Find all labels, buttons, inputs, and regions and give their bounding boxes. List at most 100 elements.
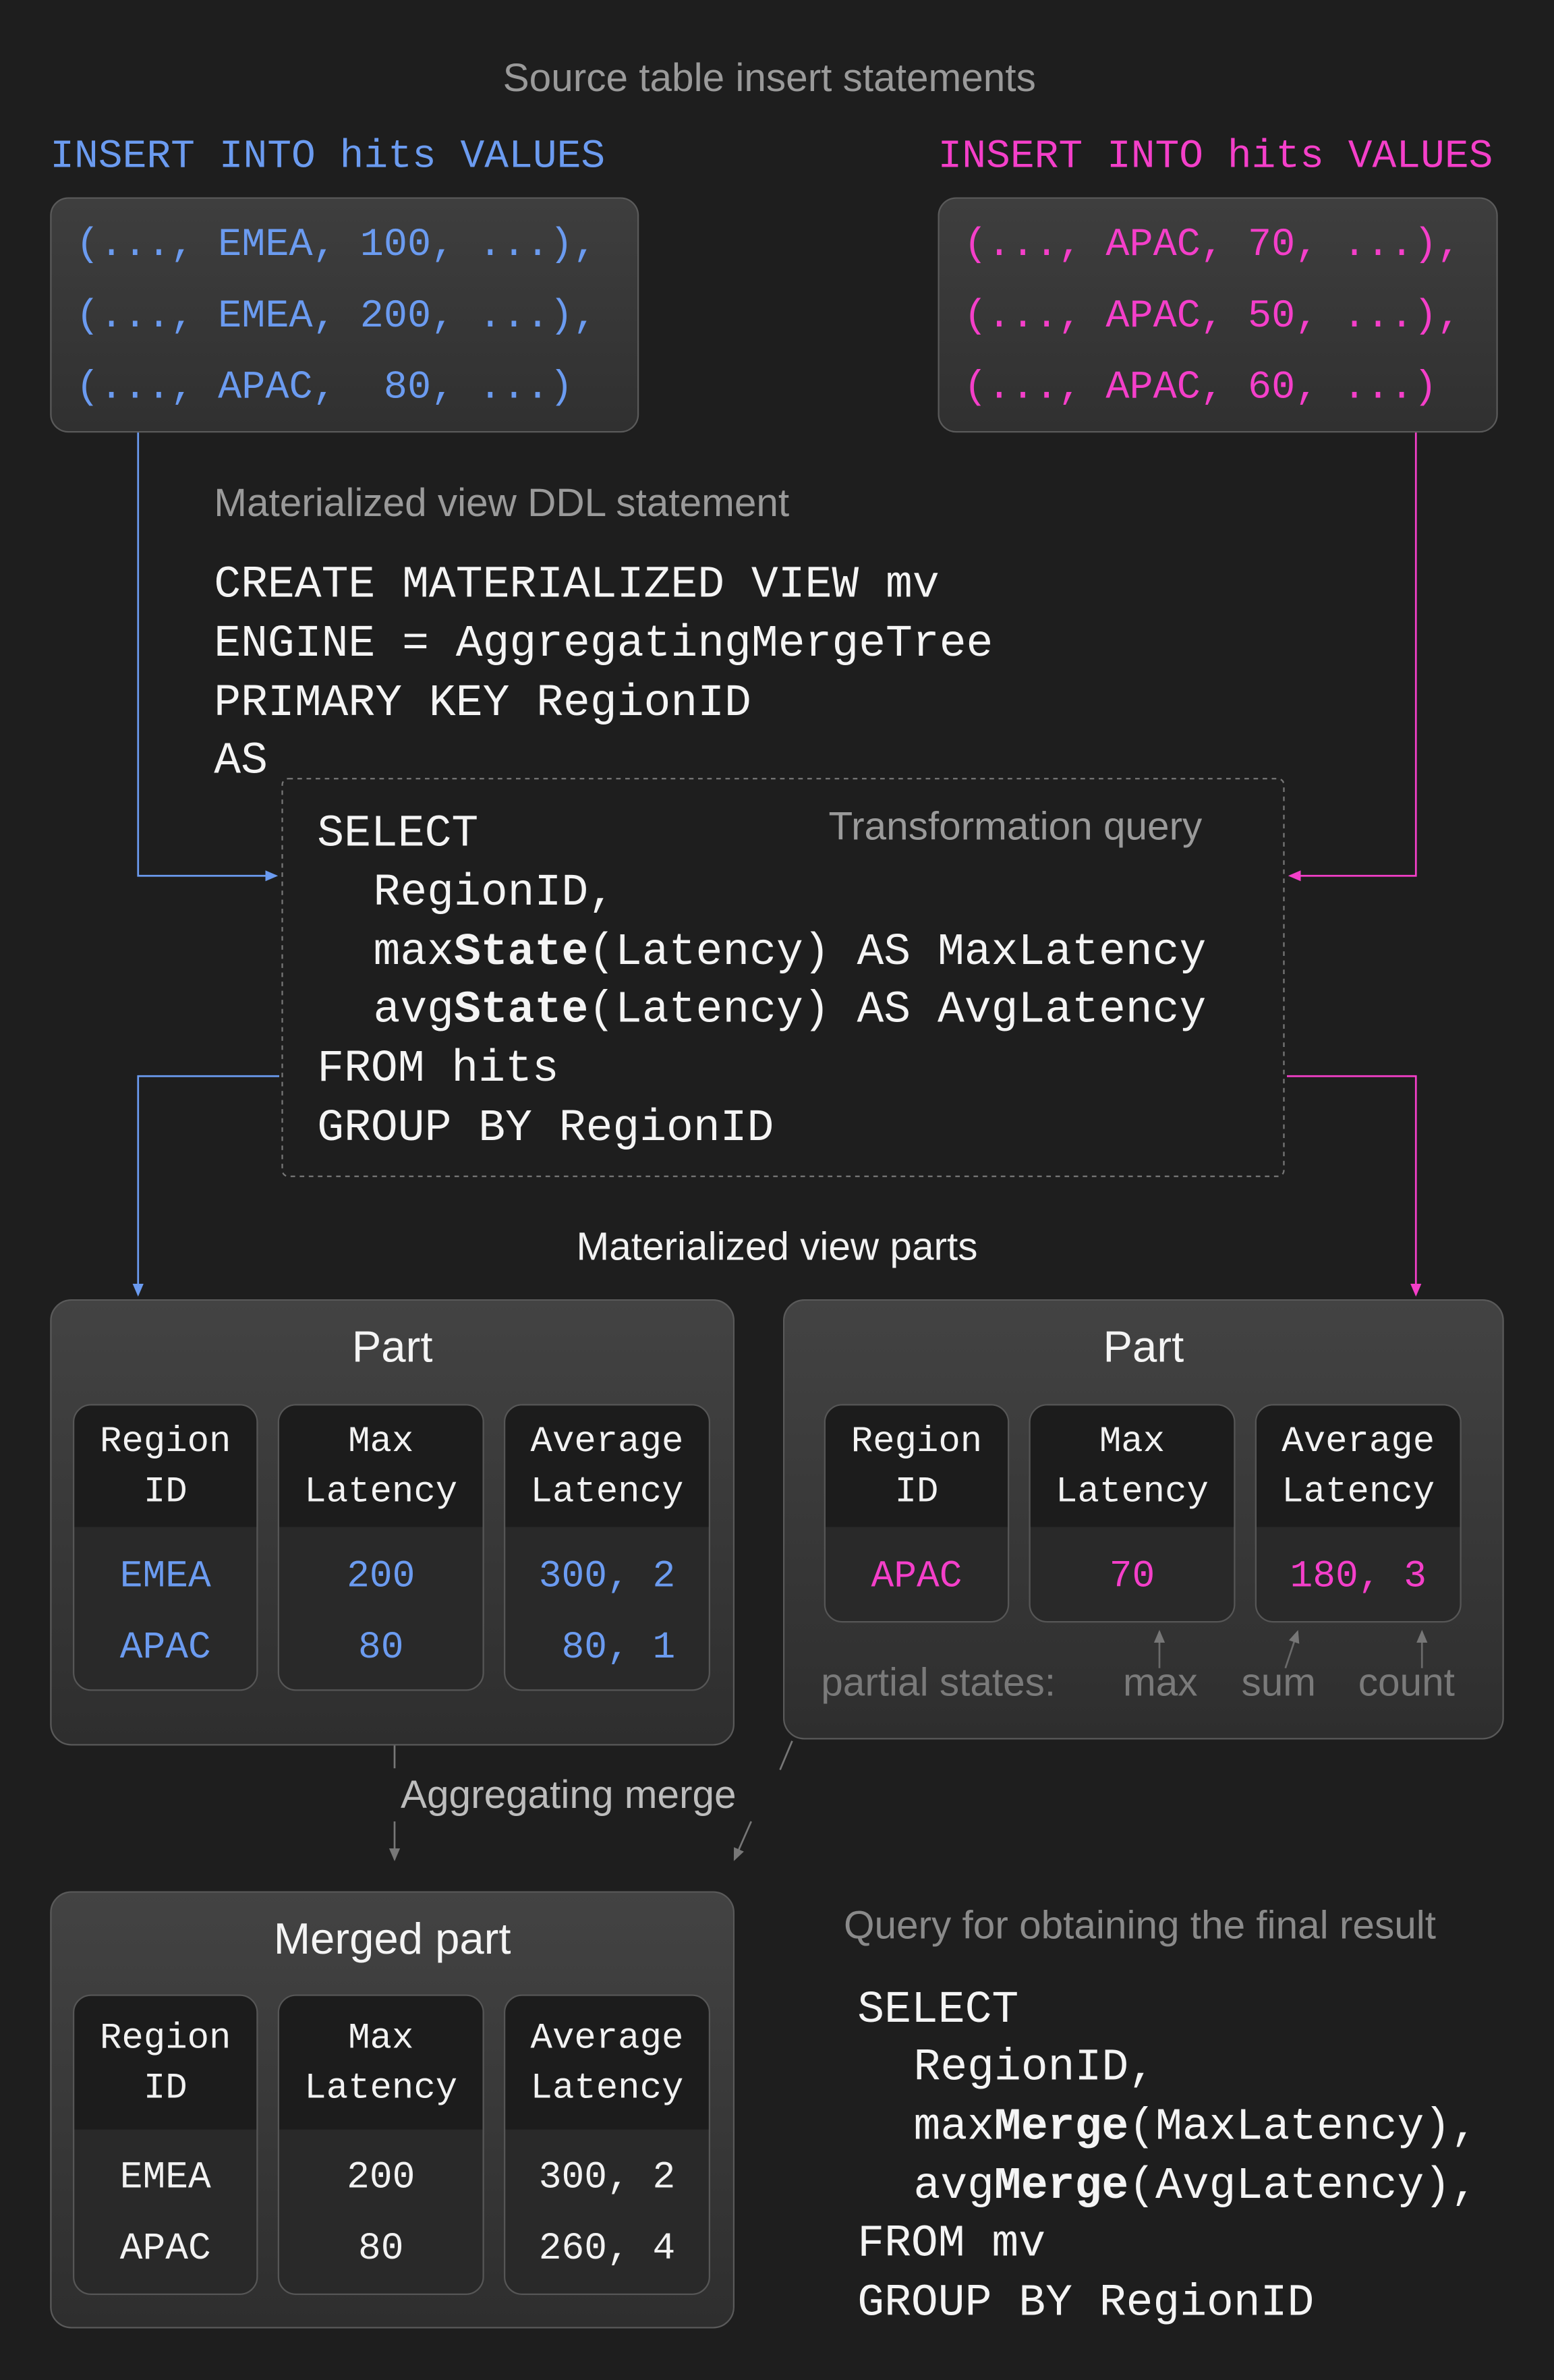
column-average-latency: Average Latency 300, 2 80, 1 <box>504 1404 710 1691</box>
column-region-id: Region ID EMEA APAC <box>73 1994 258 2295</box>
column-header: Max <box>1099 1422 1166 1463</box>
cell-value: 80 <box>357 1625 404 1670</box>
column-average-latency: Average Latency 180, 3 <box>1255 1404 1462 1623</box>
cell-value: 80 <box>357 2226 404 2271</box>
transformation-query-label: Transformation query <box>828 803 1203 849</box>
cell-value: 300, 2 <box>538 1554 676 1599</box>
insert-row: (..., APAC, 70, ...), <box>963 221 1461 268</box>
insert-row: (..., APAC, 50, ...), <box>963 293 1461 339</box>
column-header: ID <box>894 1472 939 1514</box>
final-query-label: Query for obtaining the final result <box>844 1902 1436 1948</box>
insert-values-box-1: (..., EMEA, 100, ...), (..., EMEA, 200, … <box>50 197 639 433</box>
partial-state-max: max <box>1123 1659 1198 1705</box>
part-2: Part Region ID APAC Max Latency 70 Avera… <box>783 1299 1504 1740</box>
code-line: GROUP BY RegionID <box>857 2277 1315 2329</box>
code-line: RegionID, <box>913 2041 1155 2093</box>
code-line: FROM hits <box>317 1042 559 1095</box>
column-header: Max <box>348 2018 414 2060</box>
insert-row: (..., APAC, 60, ...) <box>963 364 1437 410</box>
insert-row: (..., EMEA, 200, ...), <box>76 293 597 339</box>
ddl-line: ENGINE = AggregatingMergeTree <box>214 617 994 670</box>
cell-value: APAC <box>119 2226 211 2271</box>
part-title: Part <box>1103 1324 1184 1372</box>
code-line: GROUP BY RegionID <box>317 1102 774 1154</box>
cell-value: APAC <box>871 1554 962 1599</box>
source-title: Source table insert statements <box>502 55 1036 101</box>
transformation-query-box <box>281 778 1285 1177</box>
cell-value: APAC <box>119 1625 211 1670</box>
pink-arrow-to-query <box>1288 431 1417 882</box>
partial-state-count: count <box>1358 1659 1455 1705</box>
cell-value: 260, 4 <box>538 2226 676 2271</box>
code-keyword: State <box>453 926 589 978</box>
column-header: Latency <box>304 2068 458 2110</box>
column-header: Region <box>100 1422 231 1463</box>
insert-header-2: INSERT INTO hits VALUES <box>938 134 1493 179</box>
aggregating-merge-label: Aggregating merge <box>401 1771 737 1817</box>
insert-values-box-2: (..., APAC, 70, ...), (..., APAC, 50, ..… <box>938 197 1498 433</box>
column-header: Average <box>530 1422 684 1463</box>
merge-arrow-right <box>735 1740 793 1860</box>
code-part: (AvgLatency), <box>1128 2159 1478 2212</box>
column-header: ID <box>143 2068 188 2110</box>
insert-header-1: INSERT INTO hits VALUES <box>50 134 606 179</box>
column-header: ID <box>143 1472 188 1514</box>
column-header: Max <box>348 1422 414 1463</box>
code-line: SELECT <box>857 1983 1019 2036</box>
part-title: Part <box>351 1324 433 1372</box>
code-line: FROM mv <box>857 2217 1046 2269</box>
cell-value: 180, 3 <box>1290 1554 1427 1599</box>
column-header: Latency <box>530 1472 684 1514</box>
merged-part: Merged part Region ID EMEA APAC Max Late… <box>50 1891 735 2329</box>
cell-value: 200 <box>347 2155 415 2200</box>
cell-value: 300, 2 <box>538 2155 676 2200</box>
pink-arrow-to-part <box>1287 1075 1422 1297</box>
ddl-line: CREATE MATERIALIZED VIEW mv <box>214 559 940 611</box>
partial-state-sum: sum <box>1241 1659 1317 1705</box>
column-header: Latency <box>530 2068 684 2110</box>
code-part: max <box>373 926 454 978</box>
column-max-latency: Max Latency 200 80 <box>277 1404 484 1691</box>
column-max-latency: Max Latency 70 <box>1029 1404 1236 1623</box>
part-title: Merged part <box>273 1915 511 1964</box>
ddl-line: AS <box>214 735 268 787</box>
column-region-id: Region ID EMEA APAC <box>73 1404 258 1691</box>
ddl-label: Materialized view DDL statement <box>214 480 790 526</box>
code-keyword: State <box>453 984 589 1036</box>
cell-value: EMEA <box>119 1554 211 1599</box>
partial-states-label: partial states: <box>821 1659 1056 1705</box>
blue-arrow-to-part <box>132 1075 279 1297</box>
code-line: RegionID, <box>373 866 615 919</box>
cell-value: 200 <box>347 1554 415 1599</box>
insert-row: (..., APAC, 80, ...) <box>76 364 573 410</box>
insert-row: (..., EMEA, 100, ...), <box>76 221 597 268</box>
column-header: Average <box>530 2018 684 2060</box>
code-part: (Latency) AS MaxLatency <box>588 926 1207 978</box>
code-part: max <box>913 2101 994 2153</box>
code-part: (Latency) AS AvgLatency <box>588 984 1207 1036</box>
column-header: Region <box>100 2018 231 2060</box>
cell-value: 80, 1 <box>538 1625 676 1670</box>
code-part: avg <box>373 984 454 1036</box>
part-1: Part Region ID EMEA APAC Max Latency 200… <box>50 1299 735 1746</box>
code-part: avg <box>913 2159 994 2212</box>
code-keyword: Merge <box>994 2101 1129 2153</box>
column-header: Latency <box>1056 1472 1209 1514</box>
cell-value: EMEA <box>119 2155 211 2200</box>
code-line: SELECT <box>317 808 479 859</box>
column-average-latency: Average Latency 300, 2 260, 4 <box>504 1994 710 2295</box>
ddl-line: PRIMARY KEY RegionID <box>214 677 751 729</box>
column-header: Average <box>1282 1422 1435 1463</box>
column-header: Latency <box>1282 1472 1435 1514</box>
column-header: Region <box>851 1422 983 1463</box>
column-header: Latency <box>304 1472 458 1514</box>
code-part: (MaxLatency), <box>1128 2101 1478 2153</box>
column-max-latency: Max Latency 200 80 <box>277 1994 484 2295</box>
code-keyword: Merge <box>994 2159 1129 2212</box>
partial-state-arrows <box>1153 1630 1428 1669</box>
blue-arrow-to-query <box>137 431 279 882</box>
column-region-id: Region ID APAC <box>824 1404 1010 1623</box>
cell-value: 70 <box>1109 1554 1155 1599</box>
